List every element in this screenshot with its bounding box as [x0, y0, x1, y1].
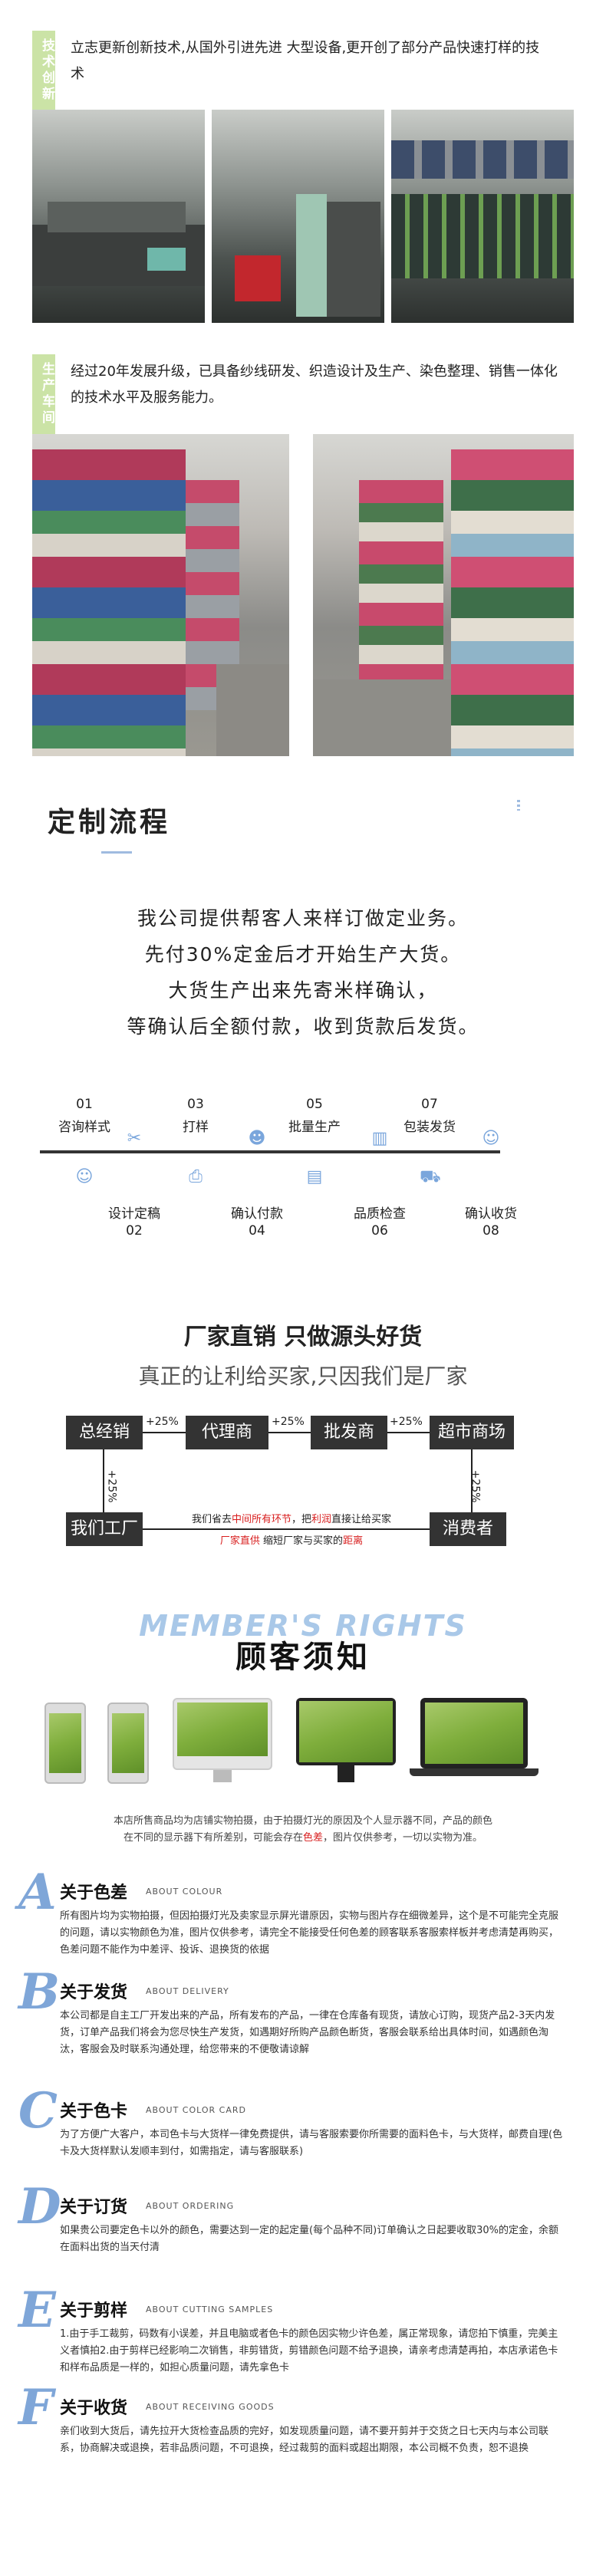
arrow-bottom [143, 1528, 430, 1530]
pct-right: +25% [469, 1469, 482, 1503]
notice-letter: E [18, 2282, 56, 2339]
notice-item-body: 如果贵公司要定色卡以外的颜色，需要达到一定的起定量(每个品种不同)订单确认之日起… [60, 2225, 559, 2253]
monitor-stand [338, 1765, 354, 1782]
custom-line-4: 等确认后全额付款，收到货款后发货。 [127, 1015, 479, 1038]
pct-2: +25% [272, 1416, 305, 1428]
notice-item-body: 亲们收到大货后，请先拉开大货检查品质的完好，如发现质量问题，请不要开剪并于交货之… [60, 2426, 549, 2454]
notice-item-body: 所有图片均为实物拍摄，但因拍摄灯光及卖家显示屏光谱原因，实物与图片存在细微差异，… [60, 1910, 559, 1956]
notice-item-title: 关于收货 [60, 2399, 128, 2418]
warehouse-photo-1 [32, 434, 289, 756]
direct-title: 厂家直销 只做源头好货 [183, 1324, 423, 1351]
notice-item-subtitle: ABOUT CUTTING SAMPLES [146, 2305, 274, 2314]
step-label: 咨询样式 [58, 1120, 110, 1135]
notice-item-subtitle: ABOUT COLOUR [146, 1887, 223, 1897]
device-phone-2 [107, 1703, 149, 1784]
box-general: 总经销 [66, 1416, 143, 1449]
box-consumer: 消费者 [430, 1512, 506, 1546]
custom-line-3: 大货生产出来先寄米样确认， [168, 979, 438, 1002]
production-tag: 生产车间 [32, 354, 55, 434]
notice-item-subtitle: ABOUT DELIVERY [146, 1986, 229, 1996]
notice-item-subtitle: ABOUT RECEIVING GOODS [146, 2402, 275, 2412]
imac-stand [213, 1770, 232, 1782]
tech-tag: 技术创新 [32, 31, 55, 110]
printer-icon: ⎙ [189, 1167, 203, 1186]
custom-title: 定制流程 [48, 807, 171, 838]
arrow-2 [268, 1432, 311, 1433]
notice-letter: C [18, 2082, 58, 2140]
custom-line-1: 我公司提供帮客人来样订做定业务。 [137, 907, 469, 929]
notice-item-title: 关于色卡 [60, 2102, 128, 2121]
notice-item-title: 关于订货 [60, 2198, 128, 2217]
tech-intro: 立志更新创新技术,从国外引进先进 大型设备,更开创了部分产品快速打样的技术 [71, 40, 540, 82]
arrow-3 [387, 1432, 430, 1433]
step-label: 设计定稿 [108, 1206, 160, 1222]
arrow-left-vertical [103, 1449, 104, 1512]
direct-subtitle: 真正的让利给买家,只因我们是厂家 [138, 1364, 468, 1389]
box-agent: 代理商 [186, 1416, 268, 1449]
notice-item-subtitle: ABOUT ORDERING [146, 2201, 235, 2211]
step-label: 包装发货 [403, 1120, 456, 1135]
device-imac [173, 1698, 272, 1770]
step-number: 05 [306, 1097, 323, 1112]
notice-title: 顾客须知 [235, 1640, 371, 1675]
user-confirm-icon: ☻ [248, 1129, 266, 1148]
design-tools-icon: ✂ [127, 1129, 142, 1148]
timeline-line [40, 1150, 500, 1153]
step-label: 品质检查 [354, 1206, 406, 1222]
notice-letter: B [18, 1963, 61, 2021]
notice-item-title: 关于剪样 [60, 2301, 128, 2321]
device-laptop [420, 1698, 528, 1768]
factory-photo-3 [391, 110, 574, 323]
notice-letter: D [18, 2178, 61, 2235]
arrow-right-vertical [471, 1449, 473, 1512]
factory-icon: ▥ [371, 1129, 388, 1148]
factory-photo-1 [32, 110, 205, 323]
notice-disclaimer-a: 本店所售商品均为店铺实物拍摄，由于拍摄灯光的原因及个人显示器不同，产品的颜色 [113, 1815, 492, 1827]
arrow-1 [143, 1432, 186, 1433]
customer-service-icon: ☺ [75, 1167, 94, 1186]
notice-item-title: 关于色差 [60, 1883, 128, 1903]
pct-1: +25% [146, 1416, 179, 1428]
notice-item-title: 关于发货 [60, 1983, 128, 2002]
step-number: 01 [76, 1097, 93, 1112]
custom-line-2: 先付30%定金后才开始生产大货。 [144, 943, 462, 966]
smile-icon: ☺ [482, 1129, 500, 1148]
step-number: 08 [482, 1223, 499, 1239]
dots-decoration [517, 800, 520, 811]
step-label: 批量生产 [288, 1120, 341, 1135]
pct-3: +25% [390, 1416, 423, 1428]
document-icon: ▤ [306, 1167, 323, 1186]
box-wholesale: 批发商 [311, 1416, 387, 1449]
step-number: 02 [126, 1223, 143, 1239]
warehouse-photo-2 [313, 434, 574, 756]
title-underline [101, 851, 132, 854]
truck-icon: ⛟ [420, 1167, 441, 1186]
pct-left: +25% [105, 1469, 118, 1503]
box-factory: 我们工厂 [66, 1512, 143, 1546]
notice-banner-en: MEMBER'S RIGHTS [139, 1609, 467, 1643]
step-label: 确认收货 [465, 1206, 517, 1222]
notice-item-subtitle: ABOUT COLOR CARD [146, 2105, 246, 2115]
step-number: 04 [249, 1223, 265, 1239]
notice-disclaimer-b: 在不同的显示器下有所差别，可能会存在色差，图片仅供参考，一切以实物为准。 [123, 1832, 483, 1844]
step-label: 确认付款 [231, 1206, 283, 1222]
notice-item-body: 1.由于手工裁剪，码数有小误差，并且电脑或者色卡的颜色因实物少许色差，属正常现象… [60, 2328, 558, 2374]
step-number: 07 [421, 1097, 438, 1112]
box-supermarket: 超市商场 [430, 1416, 514, 1449]
device-monitor [296, 1698, 396, 1765]
device-phone-1 [44, 1703, 86, 1784]
step-label: 打样 [183, 1120, 209, 1135]
notice-item-body: 为了方便广大客户，本司色卡与大货样一律免费提供，请与客服索要你所需要的面料色卡，… [60, 2129, 563, 2157]
notice-item-body: 本公司都是自主工厂开发出来的产品，所有发布的产品，一律在仓库备有现货，请放心订购… [60, 2010, 555, 2055]
laptop-base [410, 1768, 538, 1776]
direct-middle-line2: 厂家直供 缩短厂家与买家的距离 [219, 1535, 364, 1547]
direct-middle-line1: 我们省去中间所有环节，把利润直接让给买家 [191, 1514, 392, 1525]
factory-photo-2 [212, 110, 384, 323]
step-number: 06 [371, 1223, 388, 1239]
notice-letter: A [18, 1864, 57, 1921]
production-intro: 经过20年发展升级，已具备纱线研发、织造设计及生产、染色整理、销售一体化的技术水… [71, 364, 558, 406]
notice-letter: F [18, 2379, 54, 2436]
step-number: 03 [187, 1097, 204, 1112]
